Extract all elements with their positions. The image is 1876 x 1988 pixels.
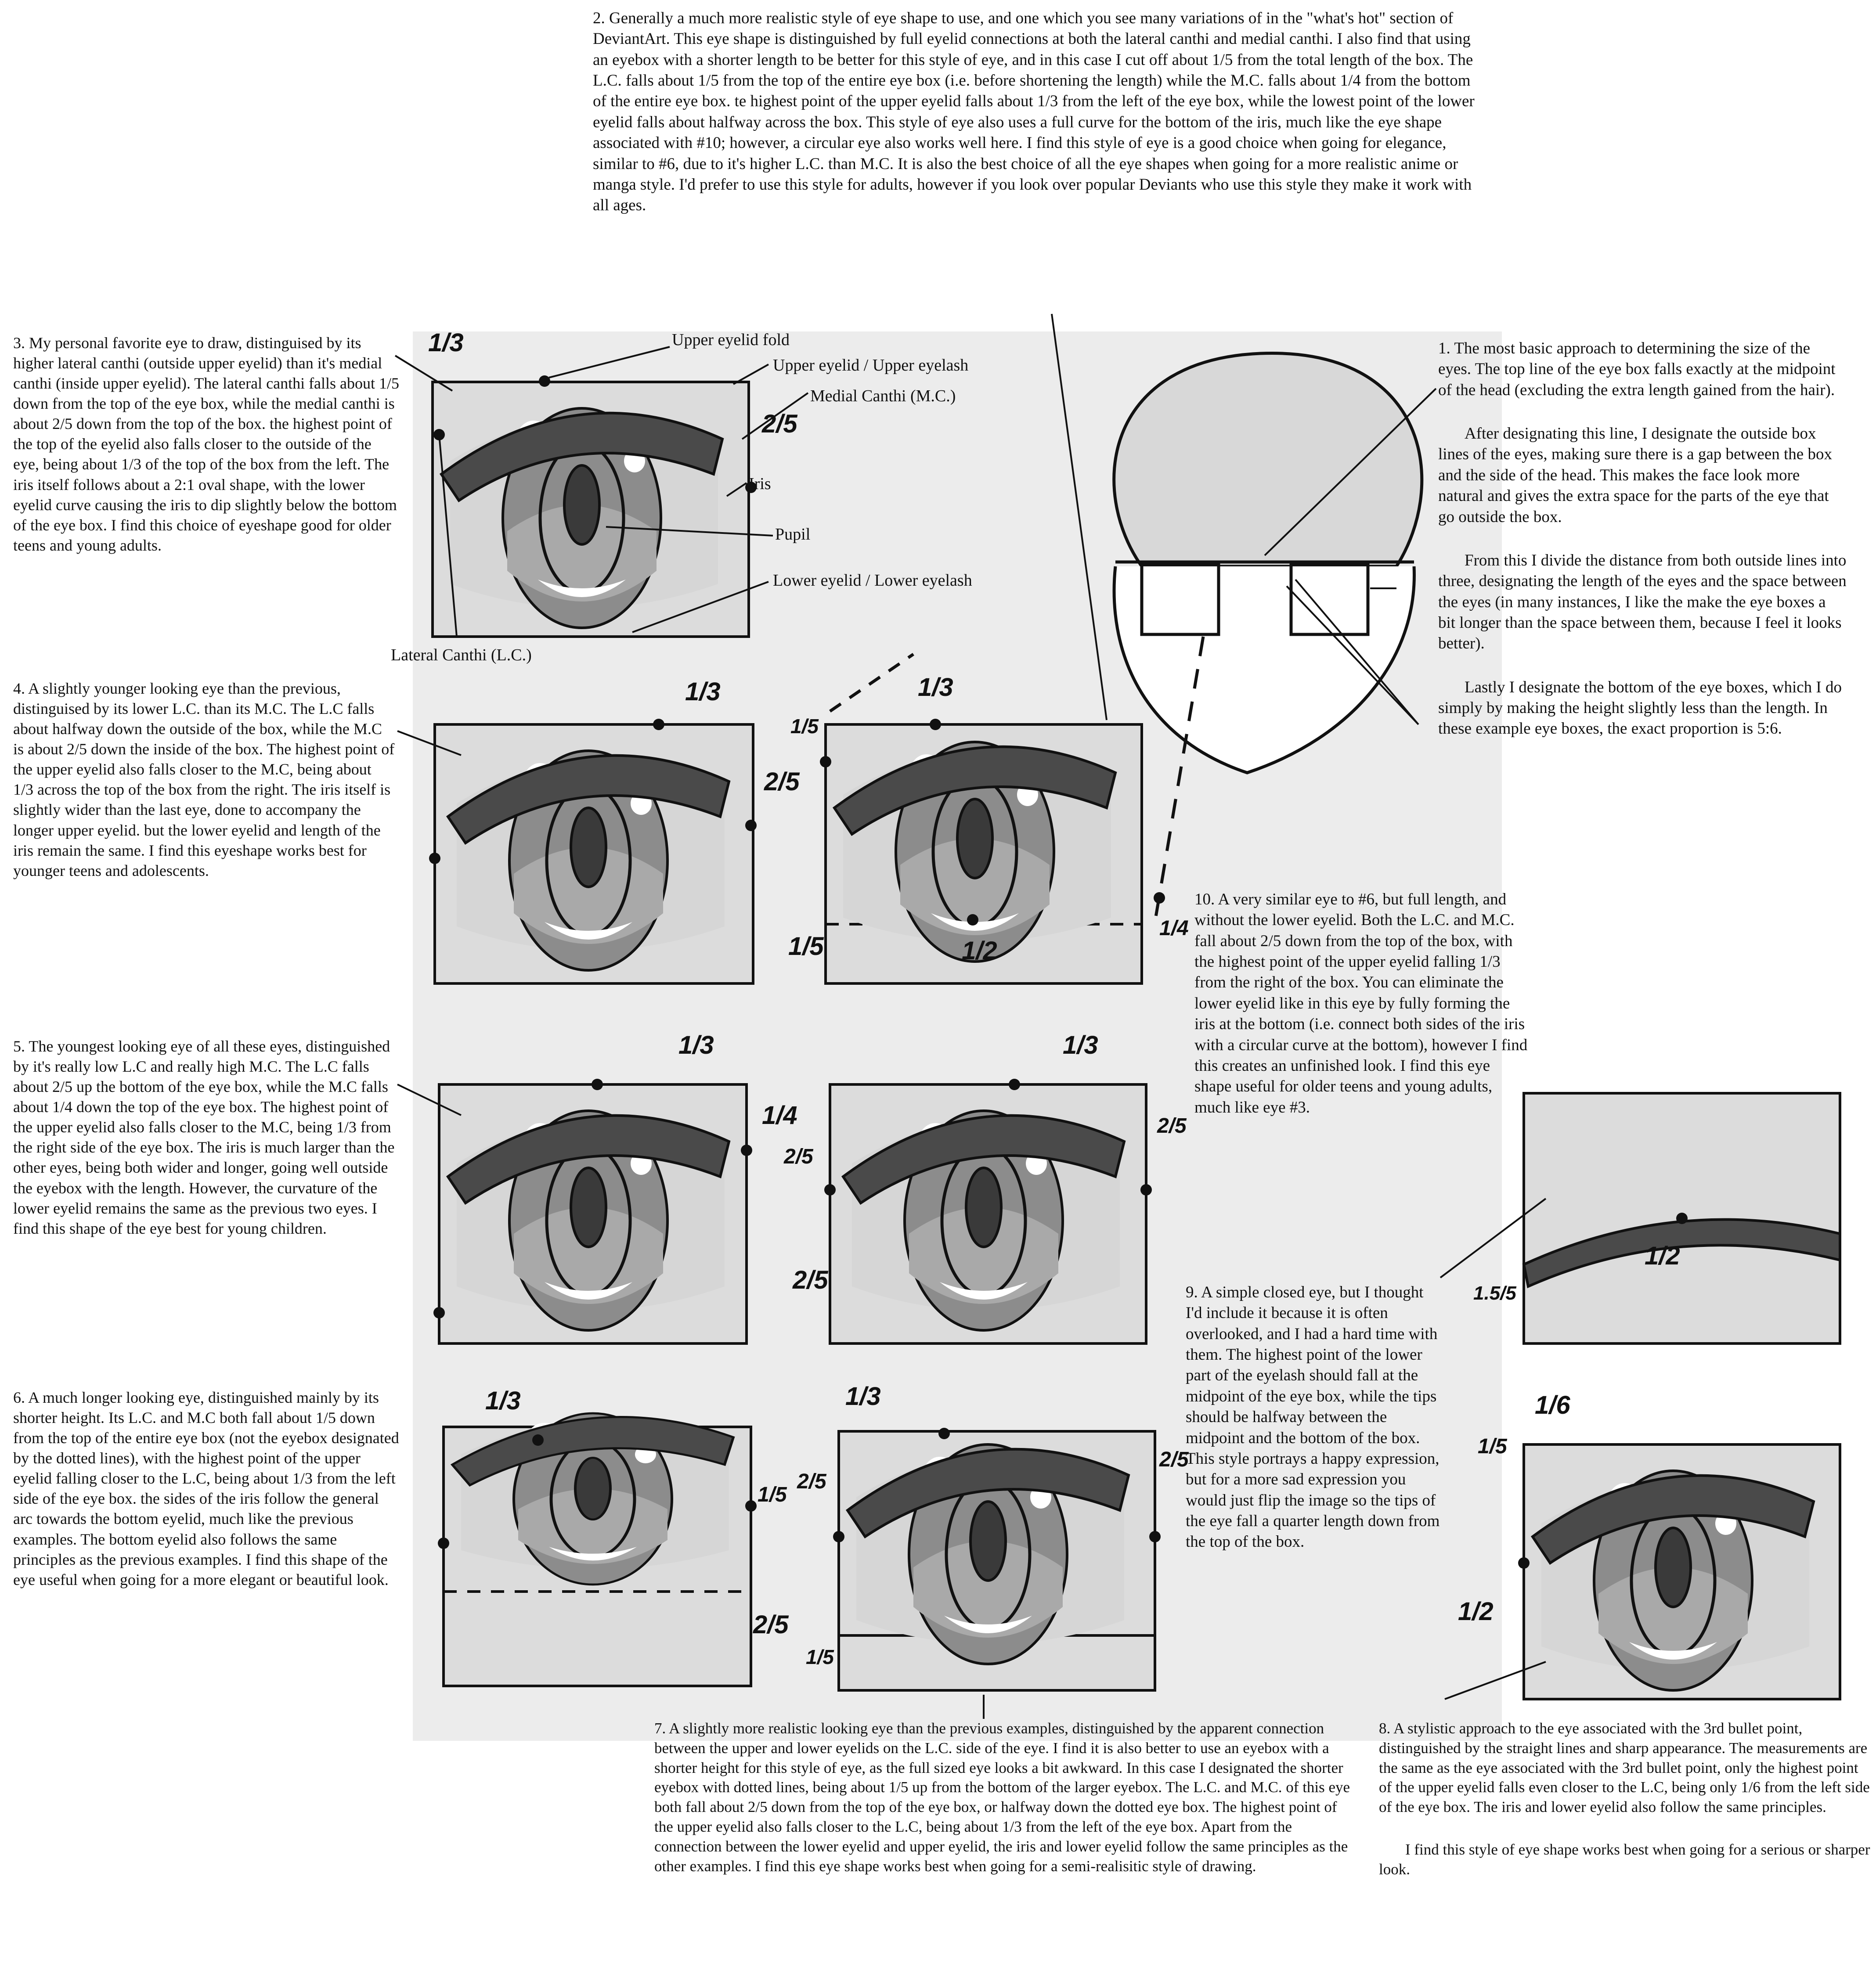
eye-4-drawing bbox=[429, 719, 757, 985]
label-lateral-canthi: Lateral Canthi (L.C.) bbox=[391, 646, 532, 664]
eye-5-drawing bbox=[433, 1079, 752, 1345]
eye-6-drawing bbox=[438, 1413, 757, 1687]
e9-mid-fraction: 1/2 bbox=[1645, 1242, 1680, 1270]
label-upper-eyelid: Upper eyelid / Upper eyelash bbox=[773, 356, 969, 375]
e5-top-fraction: 1/3 bbox=[678, 1031, 714, 1059]
e4-mc-fraction: 2/5 bbox=[764, 767, 800, 796]
e8-low-fraction: 1/2 bbox=[1458, 1597, 1494, 1626]
e10-bot-fraction: 2/5 bbox=[792, 1266, 828, 1294]
e6-top-fraction: 1/3 bbox=[485, 1387, 521, 1415]
label-medial-canthi: Medial Canthi (M.C.) bbox=[810, 387, 956, 405]
e2-bot-fraction: 1/5 bbox=[788, 932, 824, 961]
leader-lines bbox=[394, 313, 1547, 1719]
note-8-p1: 8. A stylistic approach to the eye assoc… bbox=[1379, 1720, 1870, 1816]
e2-lc-fraction: 1/5 bbox=[790, 715, 819, 738]
e7-mc-fraction: 2/5 bbox=[1159, 1448, 1189, 1471]
note-8: 8. A stylistic approach to the eye assoc… bbox=[1379, 1719, 1871, 1902]
e9-side-fraction: 1.5/5 bbox=[1473, 1282, 1516, 1304]
note-1-p1: 1. The most basic approach to determinin… bbox=[1438, 339, 1836, 399]
note-2: 2. Generally a much more realistic style… bbox=[593, 9, 1475, 215]
e7-top-fraction: 1/3 bbox=[845, 1382, 881, 1411]
e5-mc-fraction: 1/4 bbox=[762, 1101, 797, 1130]
e3-top-fraction: 1/3 bbox=[428, 328, 464, 357]
head-diagram bbox=[1112, 352, 1424, 774]
e8-top-fraction: 1/6 bbox=[1535, 1391, 1570, 1419]
note-7: 7. A slightly more realistic looking eye… bbox=[654, 1720, 1350, 1875]
head-to-eye-dashed-line bbox=[1153, 636, 1205, 922]
label-upper-eyelid-fold: Upper eyelid fold bbox=[672, 331, 790, 349]
e2-top-fraction: 1/3 bbox=[918, 673, 953, 702]
note-6: 6. A much longer looking eye, distinguis… bbox=[13, 1389, 399, 1588]
note-1-p4: Lastly I designate the bottom of the eye… bbox=[1438, 678, 1842, 738]
eye-2-drawing bbox=[820, 653, 1165, 985]
eye-7-drawing bbox=[833, 1428, 1161, 1692]
note-8-p2: I find this style of eye shape works bes… bbox=[1379, 1840, 1870, 1878]
e2-low-fraction: 1/2 bbox=[962, 936, 997, 965]
eye-10-drawing bbox=[824, 1079, 1152, 1345]
handwritten-fractions: 1/3 2/5 1/3 2/5 1/3 1/5 1/4 1/5 1/2 1/3 … bbox=[428, 328, 1680, 1668]
e10-top-fraction: 1/3 bbox=[1063, 1031, 1098, 1059]
note-9: 9. A simple closed eye, but I thought I'… bbox=[1186, 1283, 1440, 1551]
note-3: 3. My personal favorite eye to draw, dis… bbox=[13, 334, 400, 554]
label-lower-eyelid: Lower eyelid / Lower eyelash bbox=[773, 571, 972, 590]
e4-top-fraction: 1/3 bbox=[685, 677, 721, 706]
eye-3-drawing bbox=[431, 375, 757, 638]
note-1: 1. The most basic approach to determinin… bbox=[1438, 338, 1847, 762]
note-10: 10. A very similar eye to #6, but full l… bbox=[1194, 890, 1528, 1116]
note-1-p2: After designating this line, I designate… bbox=[1438, 425, 1832, 526]
e7-lc-fraction: 2/5 bbox=[797, 1470, 827, 1493]
note-4: 4. A slightly younger looking eye than t… bbox=[13, 680, 395, 879]
note-1-p3: From this I divide the distance from bot… bbox=[1438, 551, 1847, 653]
e8-lc-fraction: 1/5 bbox=[1478, 1435, 1508, 1458]
e3-mc-fraction: 2/5 bbox=[761, 410, 797, 438]
e7-low-fraction: 1/5 bbox=[806, 1646, 834, 1668]
e7-bot-fraction: 2/5 bbox=[753, 1610, 789, 1639]
e10-mc-fraction: 2/5 bbox=[1157, 1114, 1187, 1138]
e6-mc-fraction: 1/5 bbox=[758, 1483, 787, 1506]
note-5: 5. The youngest looking eye of all these… bbox=[13, 1037, 395, 1237]
label-iris: Iris bbox=[749, 475, 771, 493]
label-pupil: Pupil bbox=[775, 525, 811, 544]
e2-mc-fraction: 1/4 bbox=[1159, 917, 1189, 940]
eye-9-drawing bbox=[1522, 1092, 1841, 1345]
e10-lc-fraction: 2/5 bbox=[783, 1145, 814, 1168]
eye-8-drawing bbox=[1518, 1443, 1841, 1700]
